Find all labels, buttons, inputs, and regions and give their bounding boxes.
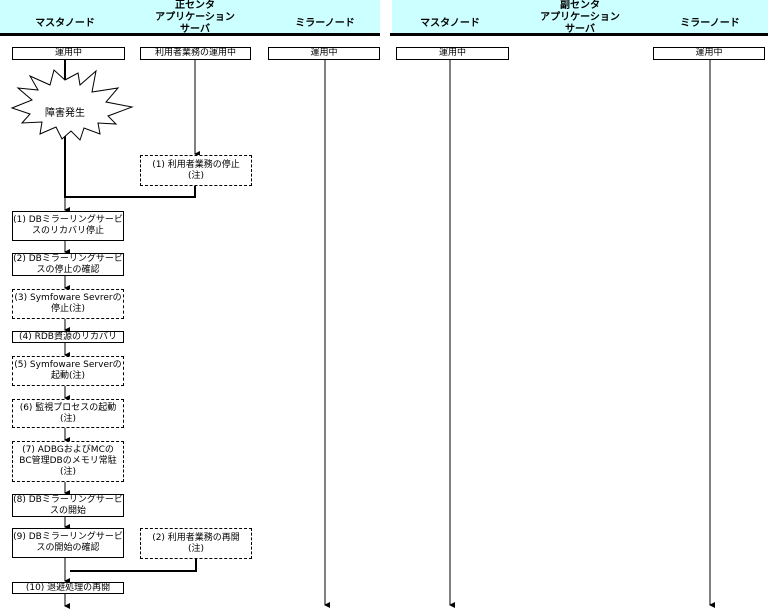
col-secondary-mirror: ミラーノード xyxy=(680,18,740,29)
col-primary-mirror: ミラーノード xyxy=(295,18,355,29)
app-merge-line xyxy=(66,186,196,198)
failure-burst-icon xyxy=(10,69,134,141)
header-divider xyxy=(390,33,768,36)
status-primary-app: 利用者業務の運用中 xyxy=(140,47,251,60)
status-primary-mirror: 運用中 xyxy=(268,47,380,60)
app-label: アプリケーション xyxy=(540,12,620,23)
step-5: (5) Symfoware Serverの 起動(注) xyxy=(12,356,124,386)
app-step-stop: (1) 利用者業務の停止 (注) xyxy=(140,155,252,186)
secondary-center-header xyxy=(392,0,768,34)
step-8: (8) DBミラーリングサービ スの開始 xyxy=(12,494,124,517)
step-1: (1) DBミラーリングサービ スのリカバリ停止 xyxy=(12,211,124,241)
center-name: 副センタ xyxy=(560,0,600,11)
step-2: (2) DBミラーリングサービ スの停止の確認 xyxy=(12,253,124,276)
failure-event-label: 障害発生 xyxy=(45,108,85,119)
server-label: サーバ xyxy=(565,24,595,35)
col-primary-master: マスタノード xyxy=(35,18,95,29)
col-secondary-app: 副センタ アプリケーション サーバ xyxy=(520,0,640,36)
status-secondary-mirror: 運用中 xyxy=(653,47,765,60)
step-6: (6) 監視プロセスの起動 (注) xyxy=(12,399,124,428)
step-7: (7) ADBGおよびMCの BC管理DBのメモリ常駐 (注) xyxy=(12,441,124,482)
app-merge-line xyxy=(70,558,197,572)
app-label: アプリケーション xyxy=(155,12,235,23)
status-secondary-master: 運用中 xyxy=(396,47,509,60)
status-primary-master: 運用中 xyxy=(12,47,125,60)
app-step-resume: (2) 利用者業務の再開 (注) xyxy=(140,528,252,559)
step-3: (3) Symfoware Sevrerの 停止(注) xyxy=(12,289,124,319)
center-name: 正センタ xyxy=(175,0,215,11)
col-secondary-master: マスタノード xyxy=(420,18,480,29)
step-4: (4) RDB資源のリカバリ xyxy=(12,331,124,343)
server-label: サーバ xyxy=(180,24,210,35)
header-divider xyxy=(0,33,380,36)
col-primary-app: 正センタ アプリケーション サーバ xyxy=(135,0,255,36)
step-9: (9) DBミラーリングサービ スの開始の確認 xyxy=(12,528,124,558)
step-10: (10) 退避処理の再開 xyxy=(12,582,124,594)
primary-center-header xyxy=(0,0,380,34)
